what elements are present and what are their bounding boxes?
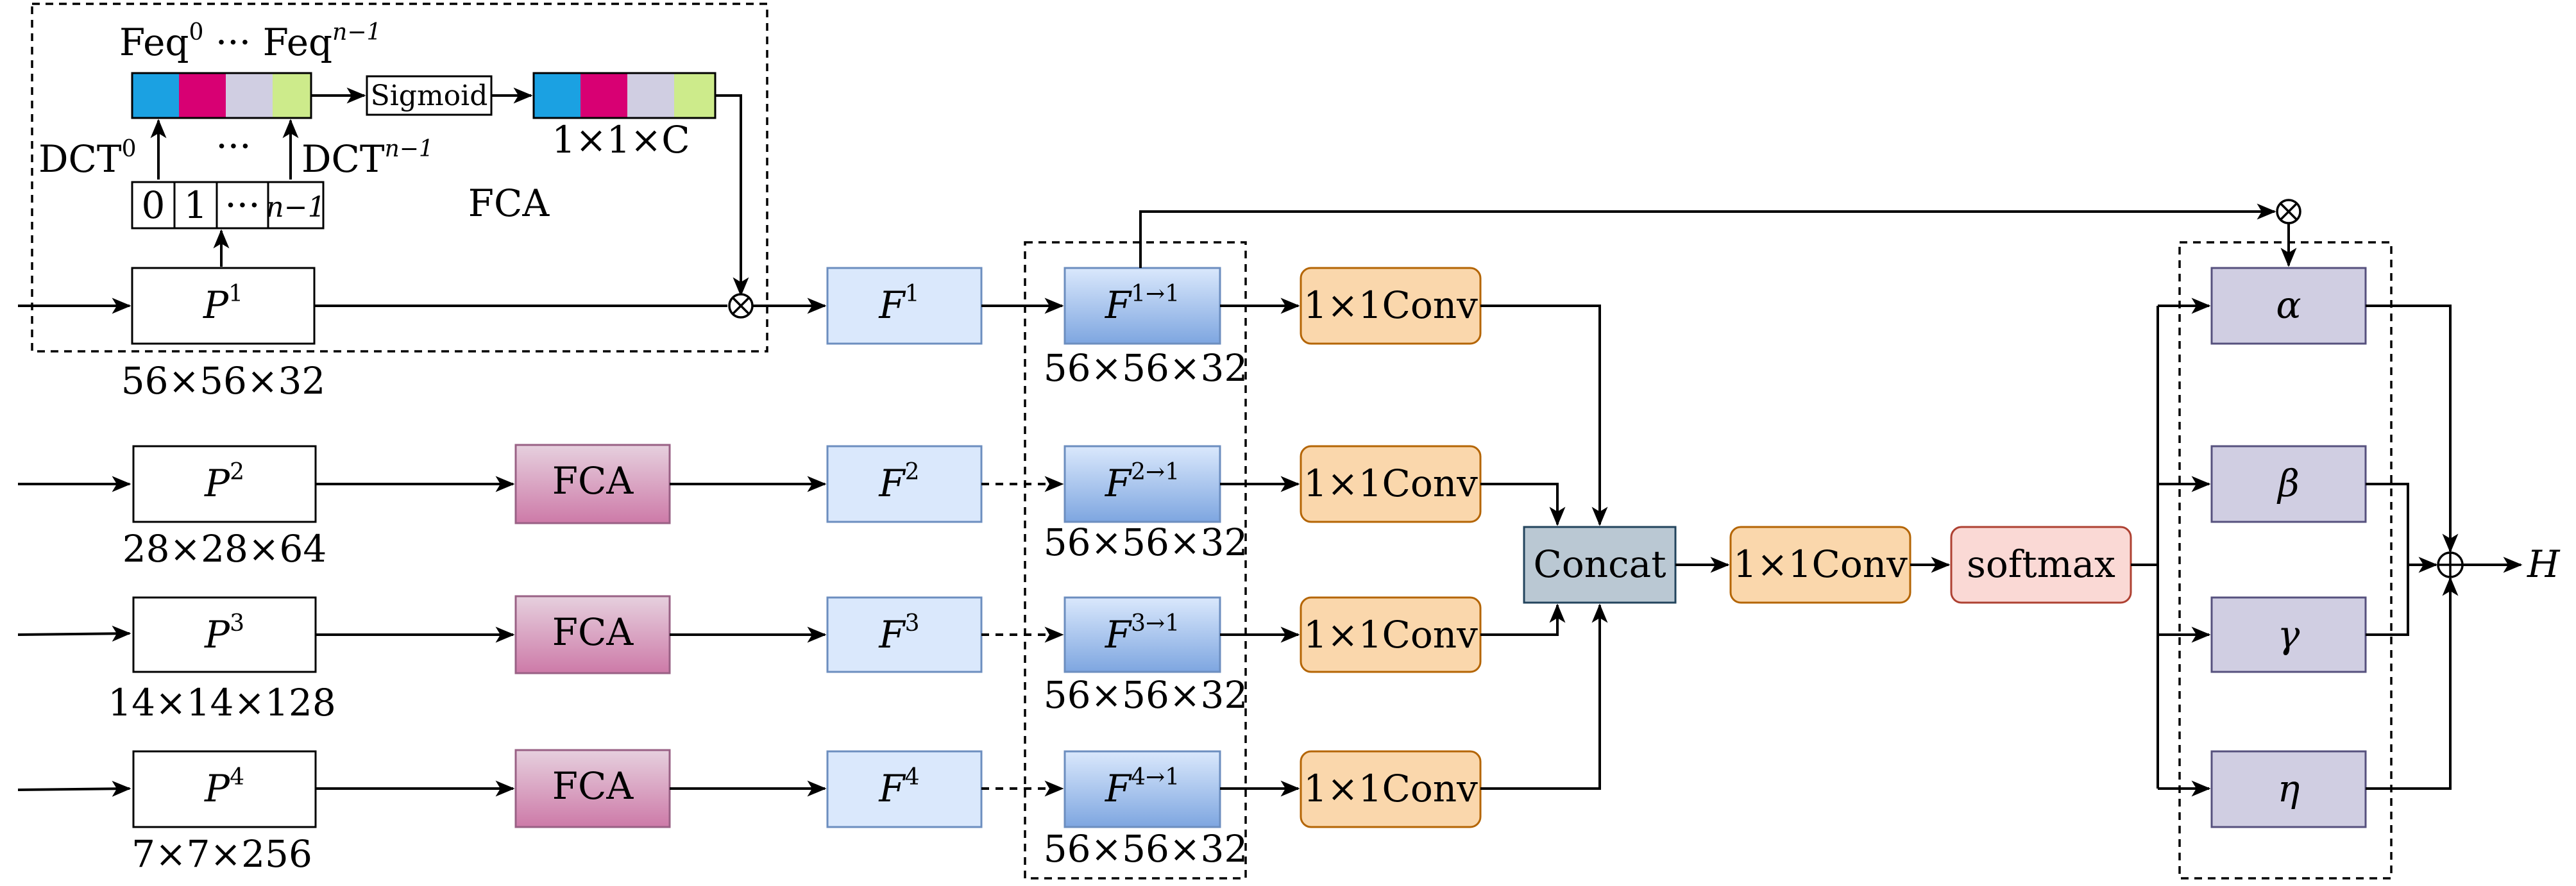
conv-label-4: 1×1Conv	[1303, 767, 1478, 810]
multiply-node-row1	[728, 293, 754, 319]
attention-vector	[532, 72, 716, 119]
input-label-p4: P4	[204, 764, 244, 810]
weight-label-eta: η	[2278, 767, 2300, 810]
weight-label-beta: β	[2276, 462, 2300, 505]
input-label-p1: P1	[203, 281, 243, 327]
input-box-p4	[132, 750, 317, 828]
svg-text:1: 1	[184, 183, 208, 227]
conv-after-concat-label: 1×1Conv	[1733, 542, 1908, 586]
add-node	[2437, 551, 2464, 578]
sigmoid-label: Sigmoid	[371, 79, 488, 112]
fca-block-label-row4: FCA	[552, 764, 634, 808]
concat-box	[1523, 526, 1677, 604]
transform-box-1	[1063, 267, 1221, 345]
input-label-p3: P3	[204, 610, 244, 656]
transform-shape-1: 56×56×32	[1044, 346, 1248, 390]
input-shape-p4: 7×7×256	[131, 832, 312, 876]
feature-box-f4	[826, 750, 983, 828]
transform-shape-4: 56×56×32	[1044, 827, 1248, 871]
fca-block-row4	[514, 749, 671, 828]
feature-label-f1: F1	[878, 281, 919, 327]
transform-label-4: F4→1	[1105, 764, 1180, 810]
input-shape-p1: 56×56×32	[121, 359, 326, 403]
input-box-p1	[131, 267, 316, 345]
attention-shape: 1×1×C	[552, 118, 690, 162]
fca-inset-title: FCA	[468, 181, 550, 225]
feature-label-f2: F2	[878, 459, 919, 505]
transform-box-3	[1063, 596, 1221, 673]
multiply-node-top	[2276, 199, 2301, 224]
weights-frame	[2178, 241, 2393, 880]
output-label: H	[2527, 542, 2561, 586]
transform-box-4	[1063, 750, 1221, 828]
fca-block-label-row3: FCA	[552, 610, 634, 654]
transform-label-3: F3→1	[1105, 610, 1180, 656]
input-box-p3	[132, 596, 317, 673]
conv-label-3: 1×1Conv	[1303, 613, 1478, 656]
fca-block-row3	[514, 595, 671, 674]
input-shape-p2: 28×28×64	[123, 527, 327, 571]
dct-right-label: DCTn−1	[301, 136, 434, 181]
dct-dots: ···	[216, 124, 251, 168]
concat-label: Concat	[1533, 542, 1666, 586]
svg-text:···: ···	[225, 183, 260, 227]
feature-label-f3: F3	[878, 610, 919, 656]
freq-label: Feq0 ··· Feqn−1	[119, 19, 381, 64]
weight-box-beta	[2210, 445, 2367, 523]
input-box-p2	[132, 445, 317, 523]
dct-index-cells: 0 1 ··· n−1	[131, 181, 326, 230]
softmax-label: softmax	[1967, 542, 2115, 586]
weight-label-gamma: γ	[2278, 613, 2300, 656]
transform-label-2: F2→1	[1105, 459, 1180, 505]
frequency-vector	[131, 72, 312, 119]
transform-column-frame	[1024, 241, 1247, 880]
weight-box-alpha	[2210, 267, 2367, 345]
weight-label-alpha: α	[2276, 283, 2301, 327]
dct-left-label: DCT0	[38, 136, 136, 181]
weight-box-gamma	[2210, 596, 2367, 673]
transform-shape-2: 56×56×32	[1044, 521, 1248, 564]
conv-label-1: 1×1Conv	[1303, 283, 1478, 327]
feature-label-f4: F4	[878, 764, 919, 810]
fca-inset-frame	[31, 3, 768, 353]
svg-text:0: 0	[142, 183, 165, 227]
transform-shape-3: 56×56×32	[1044, 673, 1248, 717]
fca-block-label-row2: FCA	[552, 459, 634, 503]
svg-text:n−1: n−1	[266, 191, 325, 224]
input-shape-p3: 14×14×128	[108, 681, 336, 724]
feature-box-f3	[826, 596, 983, 673]
fca-block-row2	[514, 444, 671, 524]
transform-label-1: F1→1	[1105, 281, 1180, 327]
transform-box-2	[1063, 445, 1221, 523]
conv-label-2: 1×1Conv	[1303, 462, 1478, 505]
input-label-p2: P2	[204, 459, 244, 505]
